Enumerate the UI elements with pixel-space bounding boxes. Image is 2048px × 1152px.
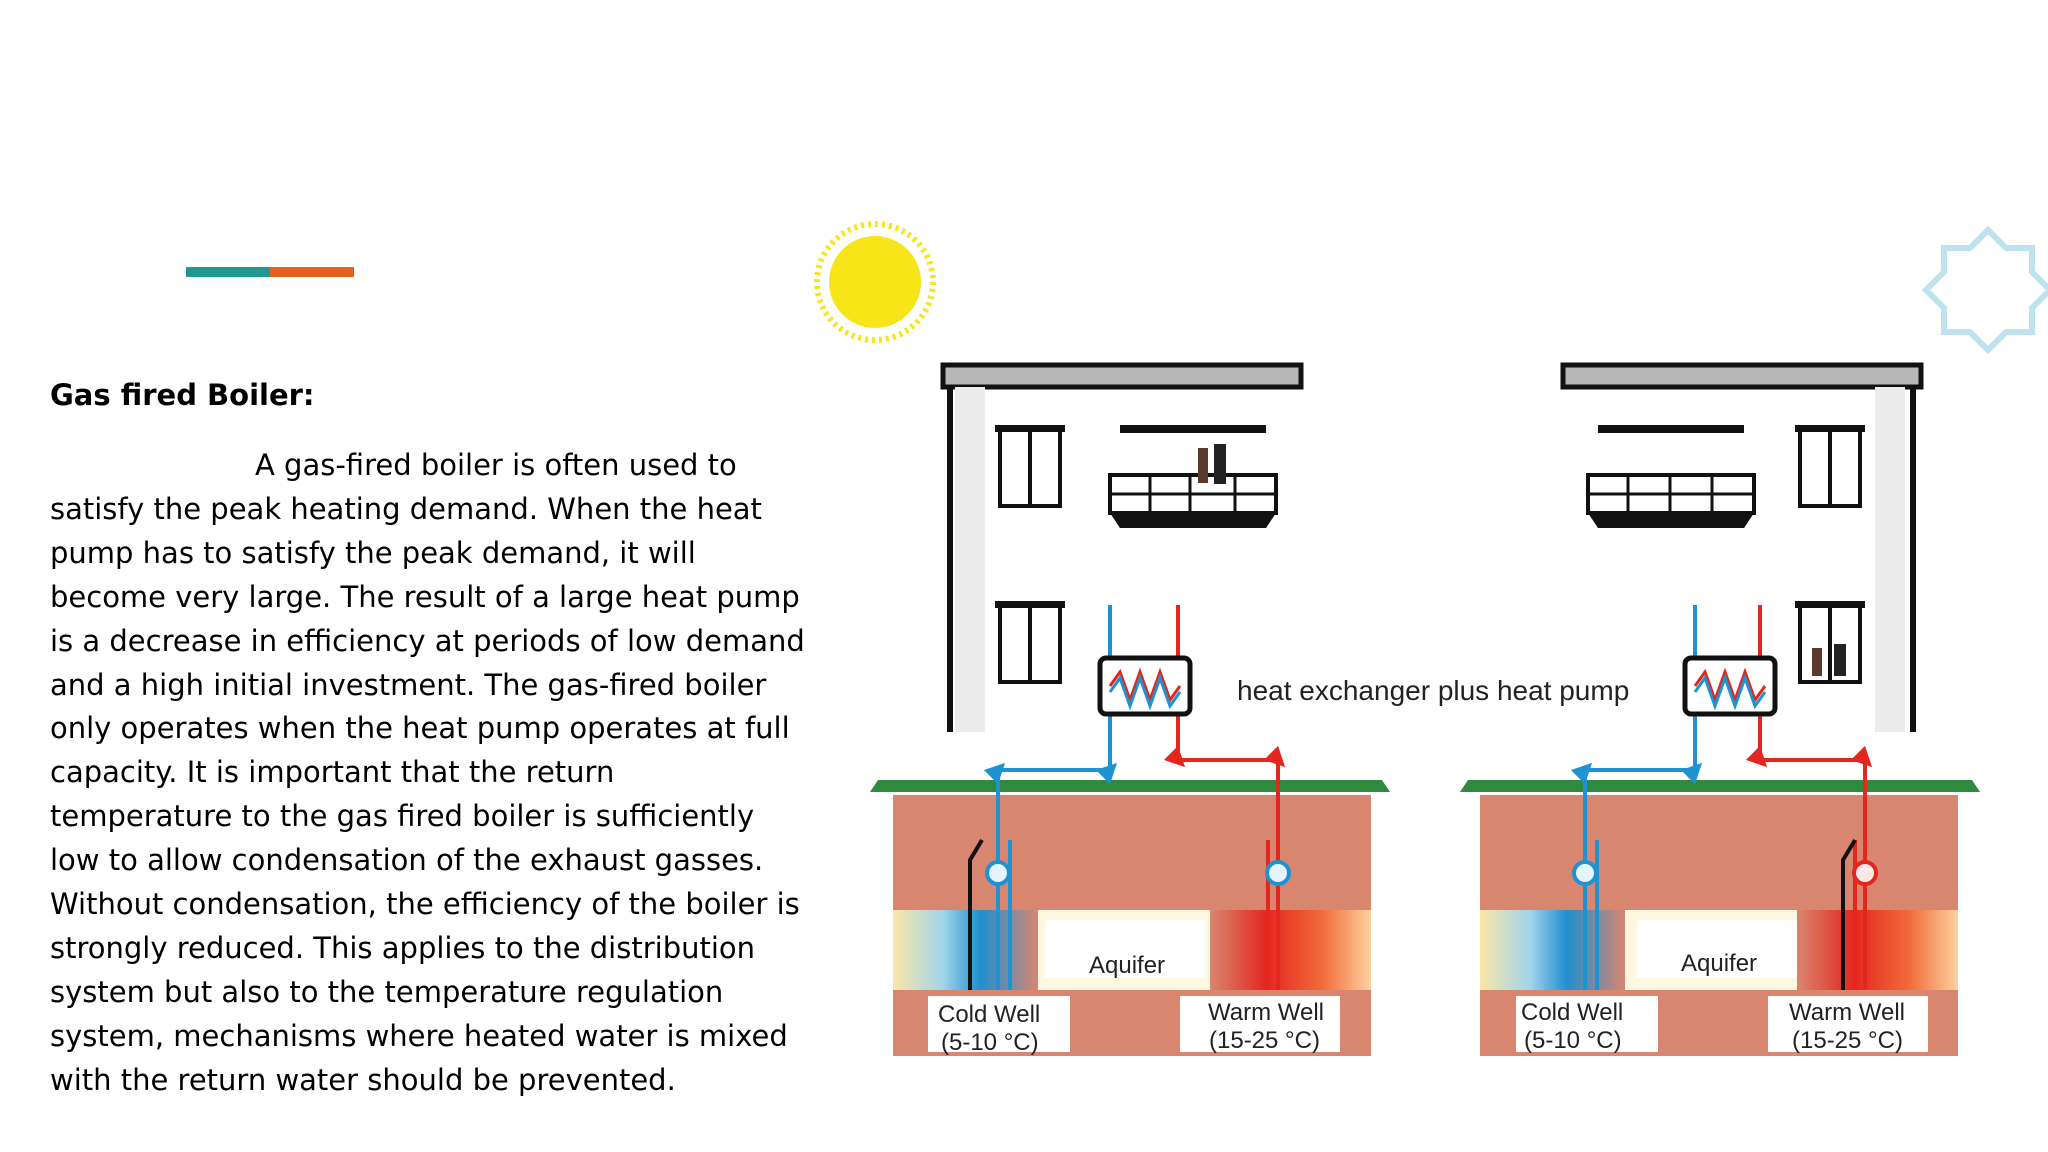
slide-heading: Gas fired Boiler: (50, 378, 315, 412)
accent-bar-teal (186, 267, 270, 277)
left-cold-well-label: Cold Well (938, 1001, 1040, 1028)
left-warm-well-temp: (15-25 °C) (1209, 1027, 1320, 1054)
right-ground (1460, 780, 1980, 1056)
heat-exchanger-label: heat exchanger plus heat pump (1237, 675, 1629, 706)
right-warm-well-temp: (15-25 °C) (1792, 1027, 1903, 1054)
left-cold-well-temp: (5-10 °C) (941, 1029, 1039, 1056)
right-aquifer-label: Aquifer (1681, 950, 1757, 977)
right-building (1560, 362, 1924, 732)
accent-bar-orange (270, 267, 354, 277)
slide-paragraph: A gas-fired boiler is often used to sati… (50, 444, 805, 1103)
left-pipes (968, 605, 1291, 990)
right-pipes (1570, 605, 1878, 990)
paragraph-line: become very large. The result of a large… (50, 579, 800, 614)
paragraph-line: satisfy the peak heating demand. When th… (50, 491, 762, 526)
right-cold-well-label: Cold Well (1521, 999, 1623, 1026)
paragraph-line: and a high initial investment. The gas-f… (50, 667, 767, 702)
paragraph-line: temperature to the gas fired boiler is s… (50, 799, 755, 834)
paragraph-line: capacity. It is important that the retur… (50, 755, 615, 790)
paragraph-line: is a decrease in efficiency at periods o… (50, 623, 805, 658)
right-cold-well-temp: (5-10 °C) (1524, 1027, 1622, 1054)
left-warm-well-label: Warm Well (1208, 999, 1324, 1026)
left-aquifer-label: Aquifer (1089, 952, 1165, 979)
paragraph-line: A gas-fired boiler is often used to (255, 448, 737, 482)
left-building (940, 362, 1304, 732)
paragraph-line: only operates when the heat pump operate… (50, 711, 790, 746)
left-ground (870, 780, 1390, 1056)
right-warm-well-label: Warm Well (1789, 999, 1905, 1026)
paragraph-line: low to allow condensation of the exhaust… (50, 843, 764, 878)
paragraph-line: pump has to satisfy the peak demand, it … (50, 535, 696, 570)
sun-icon (814, 221, 936, 343)
paragraph-line: system, mechanisms where heated water is… (50, 1018, 788, 1053)
paragraph-line: system but also to the temperature regul… (50, 974, 724, 1009)
paragraph-line: strongly reduced. This applies to the di… (50, 930, 756, 965)
snowflake-icon (1921, 225, 2048, 355)
paragraph-line: with the return water should be prevente… (50, 1062, 676, 1097)
paragraph-line: Without condensation, the efficiency of … (50, 887, 800, 922)
accent-bar (186, 267, 354, 277)
